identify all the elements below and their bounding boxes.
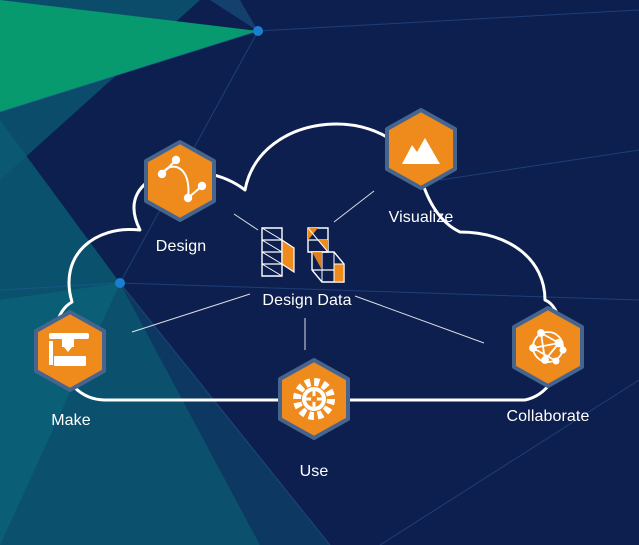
node-label-collaborate: Collaborate [506,408,590,425]
hex-node-make [34,310,106,392]
3d-printer-icon [49,333,89,366]
bg-node-dot-top [253,26,263,36]
gear-icon [293,378,335,420]
node-label-visualize: Visualize [388,209,454,226]
design-data-logo-icon [261,227,345,283]
node-label-use: Use [299,463,329,480]
hex-node-visualize [385,108,457,190]
mountain-icon [402,138,440,164]
node-label-make: Make [51,412,91,429]
bg-node-dot-left [115,278,125,288]
hex-node-use [278,358,350,440]
node-label-design: Design [155,238,207,255]
cloud-outline [53,122,564,402]
center-label-design-data: Design Data [262,292,352,309]
bezier-curve-icon [157,155,207,203]
bg-green-shard [0,0,258,112]
hex-node-collaborate [512,306,584,388]
bg-lines [0,9,639,545]
hex-node-design [144,140,216,222]
network-icon [529,329,567,365]
connector-lines [131,190,485,350]
bg-facet-top [210,0,258,31]
